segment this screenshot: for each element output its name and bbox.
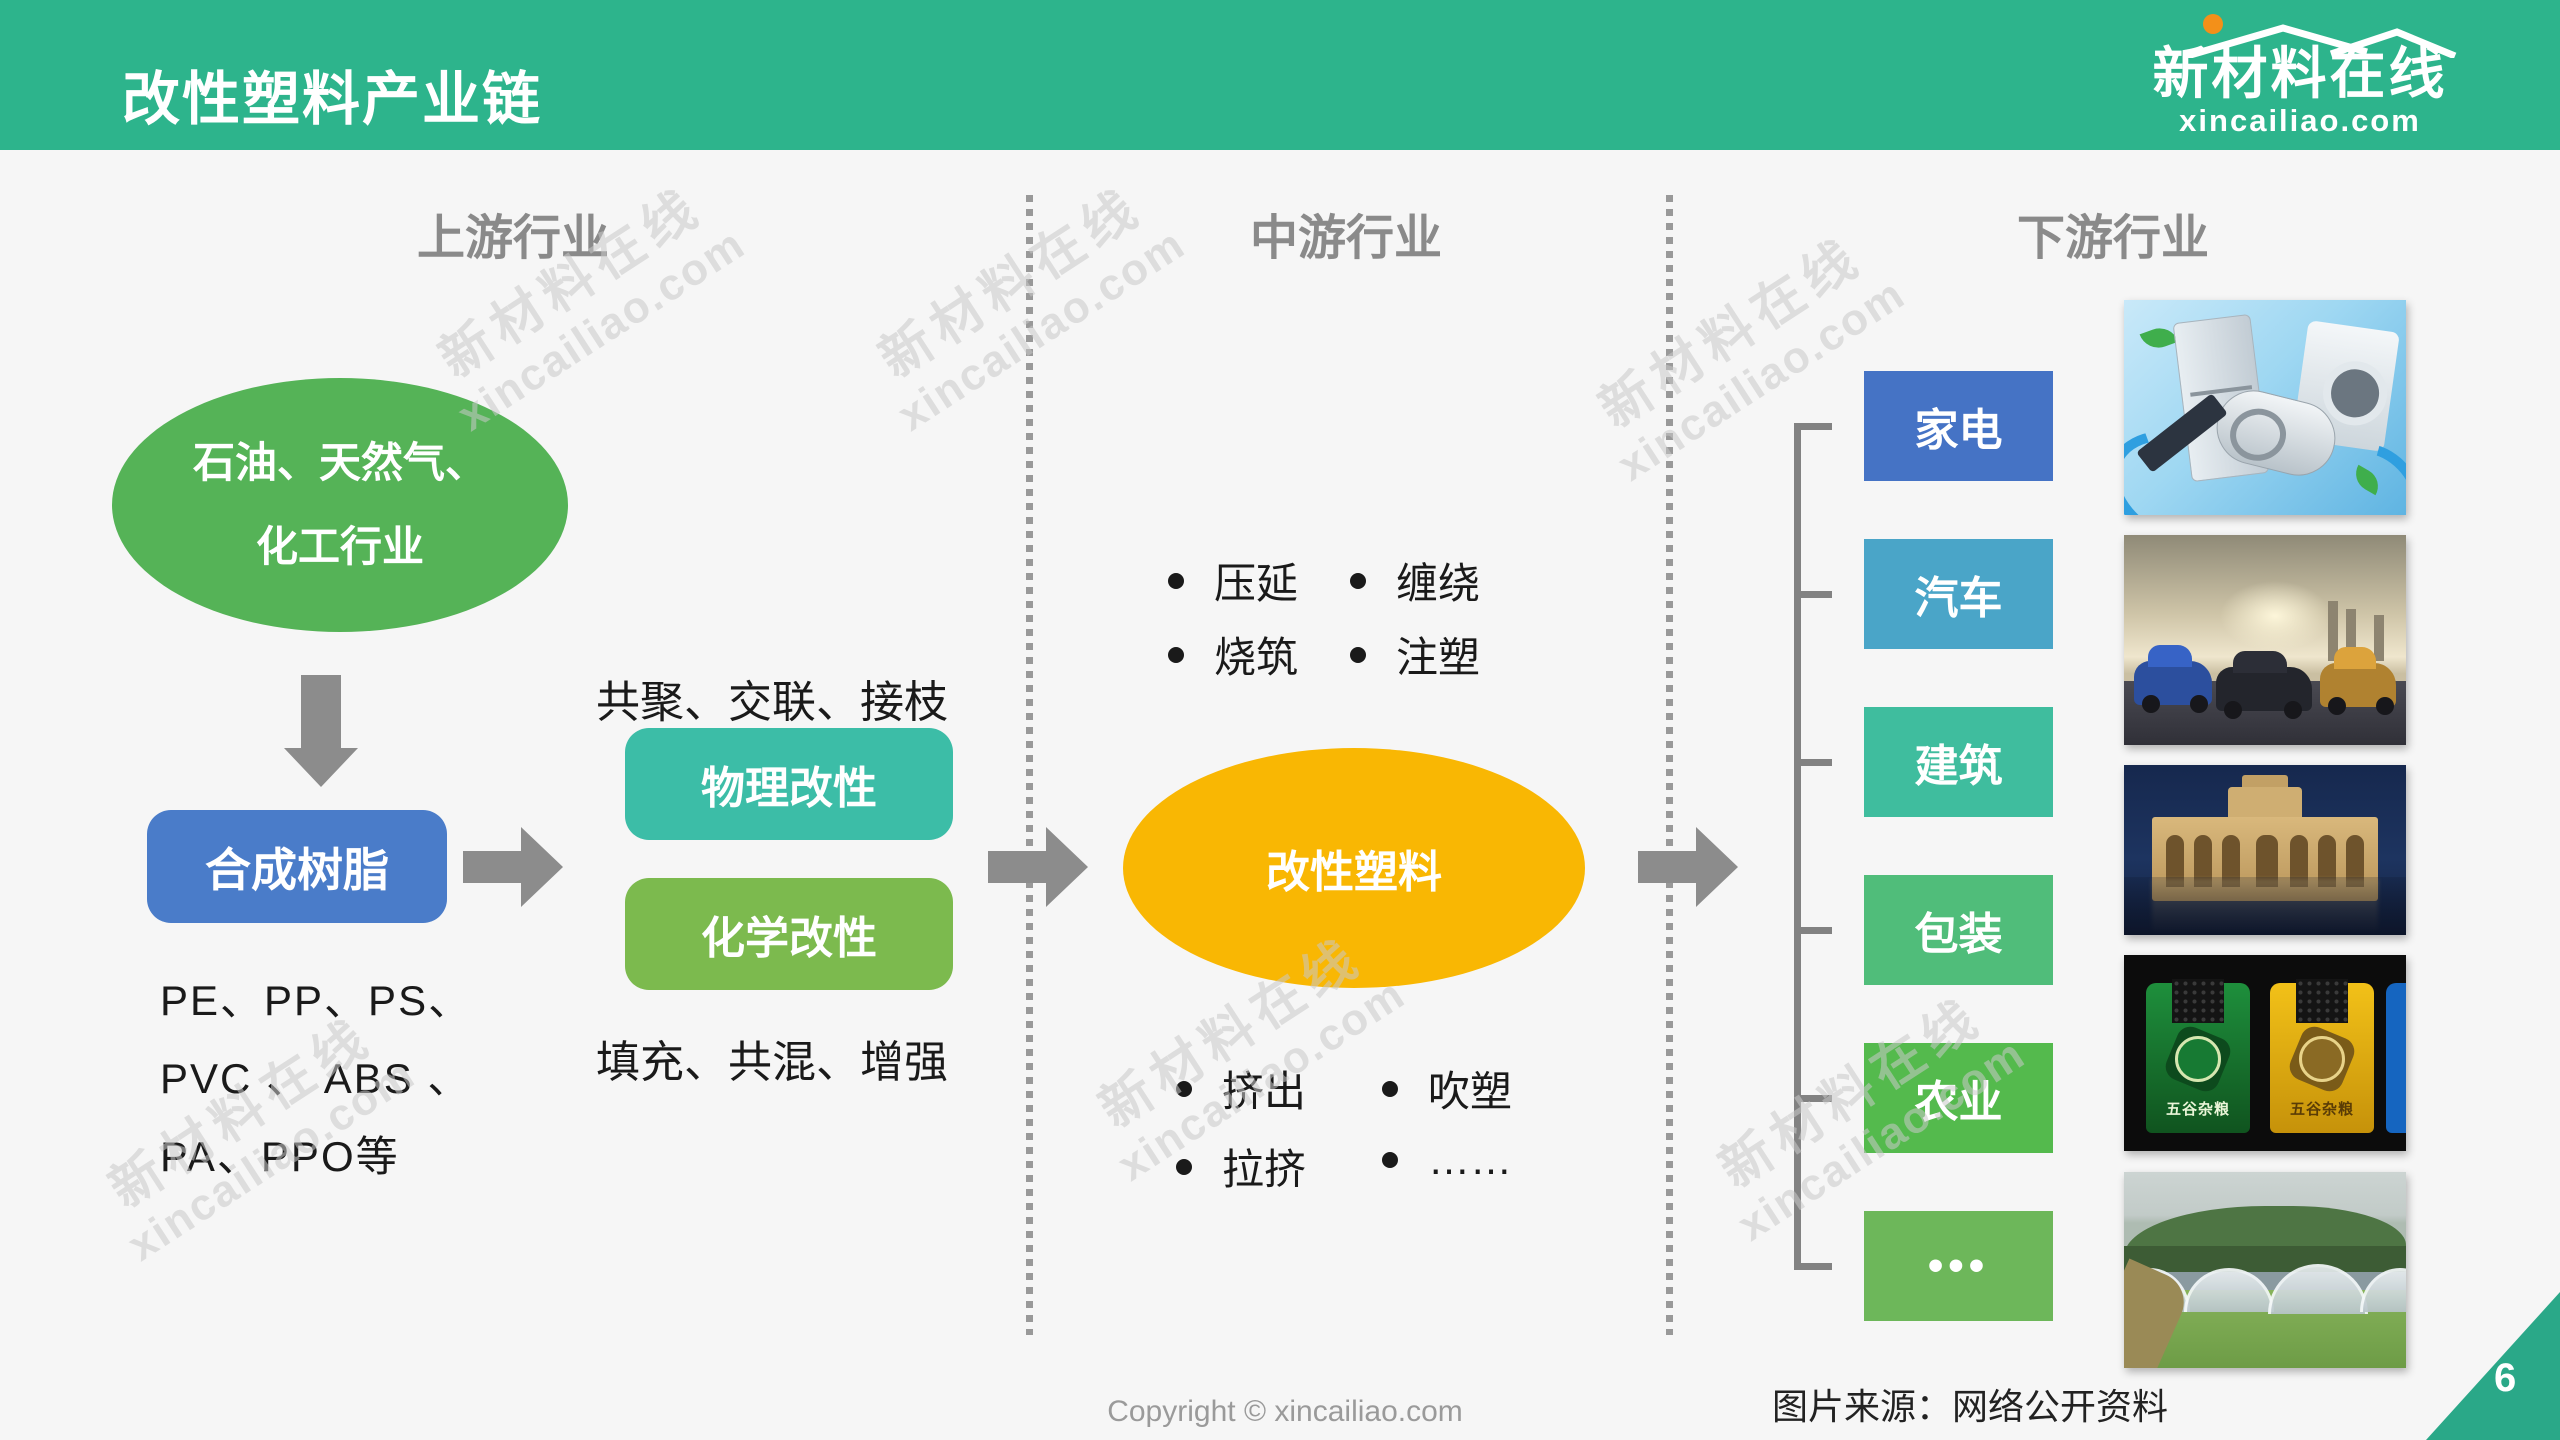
copyright-text: Copyright © xincailiao.com bbox=[1107, 1395, 1463, 1428]
car-gold bbox=[2320, 663, 2396, 715]
bullet-dot bbox=[1382, 1080, 1398, 1097]
logo: 新材料在线 xincailiao.com bbox=[2135, 12, 2465, 138]
arch-window bbox=[2166, 835, 2184, 887]
process-bullet-laji: 拉挤 bbox=[1176, 1136, 1306, 1197]
arch-window bbox=[2346, 835, 2364, 887]
bullet-label: 吹塑 bbox=[1428, 1068, 1513, 1115]
greenhouse-field-photo bbox=[2124, 1172, 2406, 1368]
appliances-photo bbox=[2124, 300, 2406, 515]
bullet-label: 缠绕 bbox=[1396, 560, 1481, 607]
bullet-dot bbox=[1168, 646, 1184, 663]
water-surface bbox=[2124, 877, 2406, 935]
logo-roof-icon bbox=[2186, 14, 2457, 58]
building-dome bbox=[2228, 775, 2302, 821]
packaging-bag-yellow: 五谷杂粮 bbox=[2270, 979, 2374, 1133]
chemical-modification-box: 化学改性 bbox=[625, 878, 953, 990]
arch-window bbox=[2290, 835, 2308, 887]
right-arrow-icon-3 bbox=[1638, 827, 1738, 907]
modified-plastics-ellipse: 改性塑料 bbox=[1123, 748, 1585, 988]
bullet-dot bbox=[1176, 1158, 1192, 1175]
right-arrow-icon-2 bbox=[988, 827, 1088, 907]
city-tower bbox=[2346, 609, 2356, 661]
sun-glow bbox=[2219, 581, 2330, 652]
down-arrow-icon bbox=[284, 675, 358, 787]
process-bullet-chuisu: 吹塑 bbox=[1382, 1058, 1512, 1119]
bullet-label: …… bbox=[1428, 1136, 1512, 1183]
bullet-label: 拉挤 bbox=[1222, 1146, 1307, 1193]
resin-examples-line2: PVC 、 ABS 、 bbox=[160, 1055, 472, 1102]
resin-examples: PE、PP、PS、 PVC 、 ABS 、 PA、PPO等 bbox=[160, 962, 472, 1196]
header-bar: 改性塑料产业链 新材料在线 xincailiao.com bbox=[0, 0, 2560, 150]
upstream-source-line1: 石油、天然气、 bbox=[192, 439, 487, 486]
page-number: 6 bbox=[2494, 1356, 2517, 1400]
city-tower bbox=[2374, 615, 2384, 661]
divider-upstream-midstream bbox=[1026, 195, 1033, 1335]
bullet-dot bbox=[1350, 572, 1366, 589]
bracket-tick bbox=[1794, 1095, 1832, 1102]
cars-photo bbox=[2124, 535, 2406, 745]
downstream-box-more: ••• bbox=[1864, 1211, 2053, 1321]
downstream-box-packaging: 包装 bbox=[1864, 875, 2053, 985]
process-bullet-zhusu: 注塑 bbox=[1350, 624, 1480, 685]
building-night-photo bbox=[2124, 765, 2406, 935]
packaging-bag-blue bbox=[2386, 983, 2406, 1133]
bracket-tick bbox=[1794, 1263, 1832, 1270]
bullet-label: 压延 bbox=[1214, 560, 1299, 607]
column-header-downstream: 下游行业 bbox=[2016, 212, 2210, 265]
bracket-tick bbox=[1794, 591, 1832, 598]
column-header-midstream: 中游行业 bbox=[1249, 212, 1443, 265]
downstream-box-construction: 建筑 bbox=[1864, 707, 2053, 817]
downstream-bracket-line bbox=[1794, 423, 1801, 1269]
bag-text: 五谷杂粮 bbox=[2289, 1101, 2354, 1118]
bracket-tick bbox=[1794, 423, 1832, 430]
bullet-dot bbox=[1382, 1152, 1398, 1168]
resin-examples-line3: PA、PPO等 bbox=[160, 1133, 400, 1180]
packaging-bag-green: 五谷杂粮 bbox=[2146, 979, 2250, 1133]
bullet-dot bbox=[1176, 1080, 1192, 1097]
downstream-box-agriculture: 农业 bbox=[1864, 1043, 2053, 1153]
upstream-source-ellipse: 石油、天然气、 化工行业 bbox=[112, 378, 568, 632]
physical-modification-box: 物理改性 bbox=[625, 728, 953, 840]
modified-plastics-label: 改性塑料 bbox=[1266, 848, 1442, 897]
page-title: 改性塑料产业链 bbox=[122, 67, 543, 132]
car-dark bbox=[2216, 667, 2312, 719]
bullet-dot bbox=[1168, 572, 1184, 589]
image-source-text: 图片来源：网络公开资料 bbox=[1772, 1386, 2169, 1427]
downstream-box-appliances: 家电 bbox=[1864, 371, 2053, 481]
label-above-modification-boxes: 共聚、交联、接枝 bbox=[596, 678, 948, 727]
right-arrow-icon-1 bbox=[463, 827, 563, 907]
arch-window bbox=[2318, 835, 2336, 887]
process-bullet-shaozhu: 烧筑 bbox=[1168, 624, 1298, 685]
bracket-tick bbox=[1794, 927, 1832, 934]
corner-triangle bbox=[2426, 1292, 2560, 1440]
bag-text: 五谷杂粮 bbox=[2165, 1101, 2230, 1118]
downstream-box-automotive: 汽车 bbox=[1864, 539, 2053, 649]
logo-domain: xincailiao.com bbox=[2179, 103, 2421, 138]
food-packaging-photo: 五谷杂粮 五谷杂粮 bbox=[2124, 955, 2406, 1151]
bracket-tick bbox=[1794, 759, 1832, 766]
bag-pattern-band bbox=[2296, 979, 2348, 1023]
bag-medallion bbox=[2285, 1022, 2359, 1096]
column-header-upstream: 上游行业 bbox=[416, 212, 610, 265]
bullet-label: 注塑 bbox=[1396, 634, 1481, 681]
arch-window bbox=[2222, 835, 2240, 887]
divider-midstream-downstream bbox=[1666, 195, 1673, 1335]
bullet-dot bbox=[1350, 646, 1366, 663]
resin-box: 合成树脂 bbox=[147, 810, 447, 923]
bullet-label: 烧筑 bbox=[1214, 634, 1299, 681]
upstream-source-line2: 化工行业 bbox=[255, 523, 424, 570]
arch-door bbox=[2256, 835, 2278, 887]
process-bullet-more: …… bbox=[1382, 1136, 1512, 1184]
label-below-modification-boxes: 填充、共混、增强 bbox=[596, 1038, 948, 1087]
bag-pattern-band bbox=[2172, 979, 2224, 1023]
arch-window bbox=[2194, 835, 2212, 887]
city-tower bbox=[2328, 601, 2338, 661]
bullet-label: 挤出 bbox=[1222, 1068, 1307, 1115]
car-blue bbox=[2134, 661, 2212, 713]
process-bullet-chanrao: 缠绕 bbox=[1350, 550, 1480, 611]
bag-medallion bbox=[2161, 1022, 2235, 1096]
process-bullet-yayan: 压延 bbox=[1168, 550, 1298, 611]
process-bullet-jichu: 挤出 bbox=[1176, 1058, 1306, 1119]
resin-examples-line1: PE、PP、PS、 bbox=[160, 977, 473, 1024]
